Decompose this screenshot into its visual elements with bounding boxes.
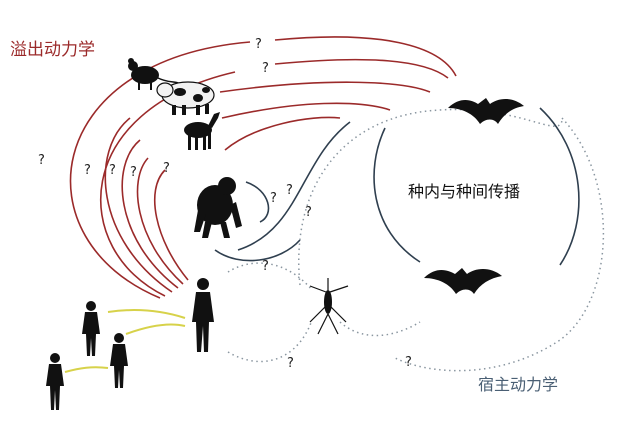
spillover-arcs (69, 36, 457, 299)
spillover-arc-1b (274, 36, 457, 77)
host-arc-bat-bottom-left (373, 127, 421, 263)
pig-icon (156, 81, 215, 115)
spillover-arc-6b (224, 116, 341, 151)
spillover-dynamics-label: 溢出动力学 (10, 40, 95, 60)
spillover-arc-5 (136, 157, 184, 285)
spillover-arc-4 (121, 139, 179, 289)
spillover-arc-3 (104, 117, 173, 293)
bat-icon (448, 98, 524, 124)
spillover-arc-3b (219, 81, 431, 93)
spillover-arc-5b (221, 102, 391, 119)
human-icon (46, 353, 64, 410)
dotted-arc-human-mosquito (227, 262, 313, 291)
question-mark: ? (262, 61, 269, 76)
dotted-arc-mosquito-human (227, 319, 313, 363)
question-mark: ? (287, 356, 294, 371)
deer-icon (184, 112, 220, 150)
spillover-arc-2 (99, 71, 236, 297)
dotted-arcs (227, 108, 605, 372)
question-mark: ? (405, 355, 412, 370)
question-mark: ? (305, 205, 312, 220)
question-mark: ? (270, 191, 277, 206)
human-icon (82, 301, 100, 356)
human-links (64, 309, 186, 373)
question-mark: ? (84, 163, 91, 178)
question-mark: ? (38, 153, 45, 168)
bat-icon (424, 268, 502, 294)
question-mark: ? (255, 37, 262, 52)
spillover-arc-6 (153, 169, 189, 281)
human-icon (192, 278, 214, 352)
question-mark: ? (109, 163, 116, 178)
mosquito-icon (309, 278, 349, 335)
host-dynamics-label: 宿主动力学 (478, 375, 558, 394)
question-mark: ? (262, 259, 269, 274)
question-mark: ? (286, 183, 293, 198)
transmission-label: 种内与种间传播 (408, 182, 520, 201)
human-link-2 (125, 323, 186, 335)
host-arc-chimp-lower (214, 239, 301, 262)
question-mark: ? (163, 161, 170, 176)
host-arc-chimp-bat (237, 121, 351, 251)
chimpanzee-icon (194, 177, 242, 238)
human-icon (110, 333, 128, 388)
host-arc-chimp-loop (245, 181, 270, 223)
host-arcs (214, 107, 580, 266)
dotted-arc-mosquito-bat (339, 321, 421, 337)
host-arc-bat-top-right (539, 107, 580, 266)
spillover-arc-1 (69, 41, 251, 299)
human-link-1 (107, 309, 186, 319)
question-marks: ? ? ? ? ? ? ? ? ? ? ? ? ? (38, 37, 412, 371)
human-link-3 (64, 366, 109, 373)
question-mark: ? (130, 165, 137, 180)
spillover-arc-2b (274, 58, 449, 79)
